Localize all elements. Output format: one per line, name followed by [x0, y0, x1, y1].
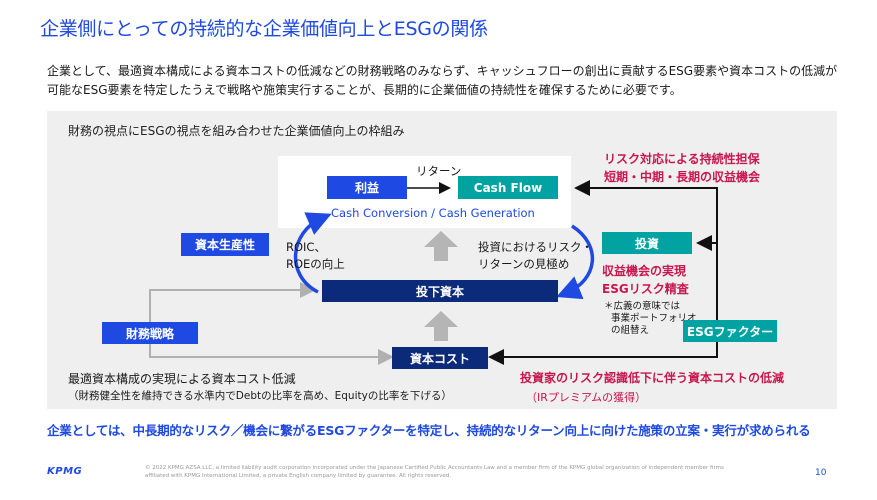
- finance-strategy-box: 財務戦略: [102, 322, 198, 344]
- page-number: 10: [815, 468, 827, 478]
- up-arrow-upper: [424, 231, 458, 261]
- copyright-footer: © 2022 KPMG AZSA LLC, a limited liabilit…: [145, 465, 724, 479]
- optimal-capital-text: 最適資本構成の実現による資本コスト低減: [68, 372, 296, 386]
- risk-return-label-1: 投資におけるリスク・: [478, 240, 593, 254]
- optimal-capital-note: （財務健全性を維持できる水準内でDebtの比率を高め、Equityの比率を下げる…: [68, 390, 452, 402]
- profit-box: 利益: [327, 176, 407, 199]
- ir-premium-text: （IRプレミアムの獲得）: [526, 391, 647, 404]
- invested-capital-box: 投下資本: [322, 280, 558, 302]
- finance-to-capital-line: [149, 282, 316, 322]
- note-line-3: の組替え: [611, 325, 650, 336]
- cash-flow-box: Cash Flow: [458, 176, 558, 199]
- investment-box: 投資: [602, 232, 692, 254]
- earnings-opportunity-text: 短期・中期・長期の収益機会: [604, 170, 761, 184]
- return-label: リターン: [416, 164, 462, 178]
- panel-title: 財務の視点にESGの視点を組み合わせた企業価値向上の枠組み: [68, 124, 405, 138]
- esg-risk-review-text: ESGリスク精査: [602, 282, 689, 296]
- finance-to-cost-line: [149, 342, 394, 365]
- intro-text: 企業として、最適資本構成による資本コストの低減などの財務戦略のみならず、キャッシ…: [47, 64, 838, 97]
- esg-factor-box: ESGファクター: [683, 320, 777, 342]
- investor-risk-text: 投資家のリスク認識低下に伴う資本コストの低減: [520, 371, 785, 385]
- roic-label-2: ROEの向上: [286, 257, 345, 271]
- conclusion-text: 企業としては、中長期的なリスク／機会に繋がるESGファクターを特定し、持続的なリ…: [47, 423, 811, 438]
- note-line-2: 事業ポートフォリオ: [611, 313, 697, 324]
- page-title: 企業側にとっての持続的な企業価値向上とESGの関係: [40, 18, 488, 40]
- realize-opportunity-text: 収益機会の実現: [602, 264, 687, 278]
- note-line-1: ＊広義の意味では: [604, 301, 681, 312]
- esg-to-cashflow-line: [574, 180, 718, 320]
- esg-to-cost-line: [488, 342, 718, 365]
- roic-label-1: ROIC、: [286, 240, 326, 254]
- up-arrow-lower: [424, 311, 458, 341]
- cost-of-capital-box: 資本コスト: [392, 347, 488, 369]
- sustainability-text: リスク対応による持続性担保: [604, 152, 760, 166]
- capital-productivity-box: 資本生産性: [181, 233, 269, 256]
- risk-return-label-2: リターンの見極め: [478, 257, 570, 271]
- kpmg-logo: KPMG: [47, 466, 83, 477]
- left-cycle-arrow: [293, 212, 332, 294]
- cash-conversion-label: Cash Conversion / Cash Generation: [331, 206, 535, 220]
- right-cycle-arrow: [556, 224, 595, 300]
